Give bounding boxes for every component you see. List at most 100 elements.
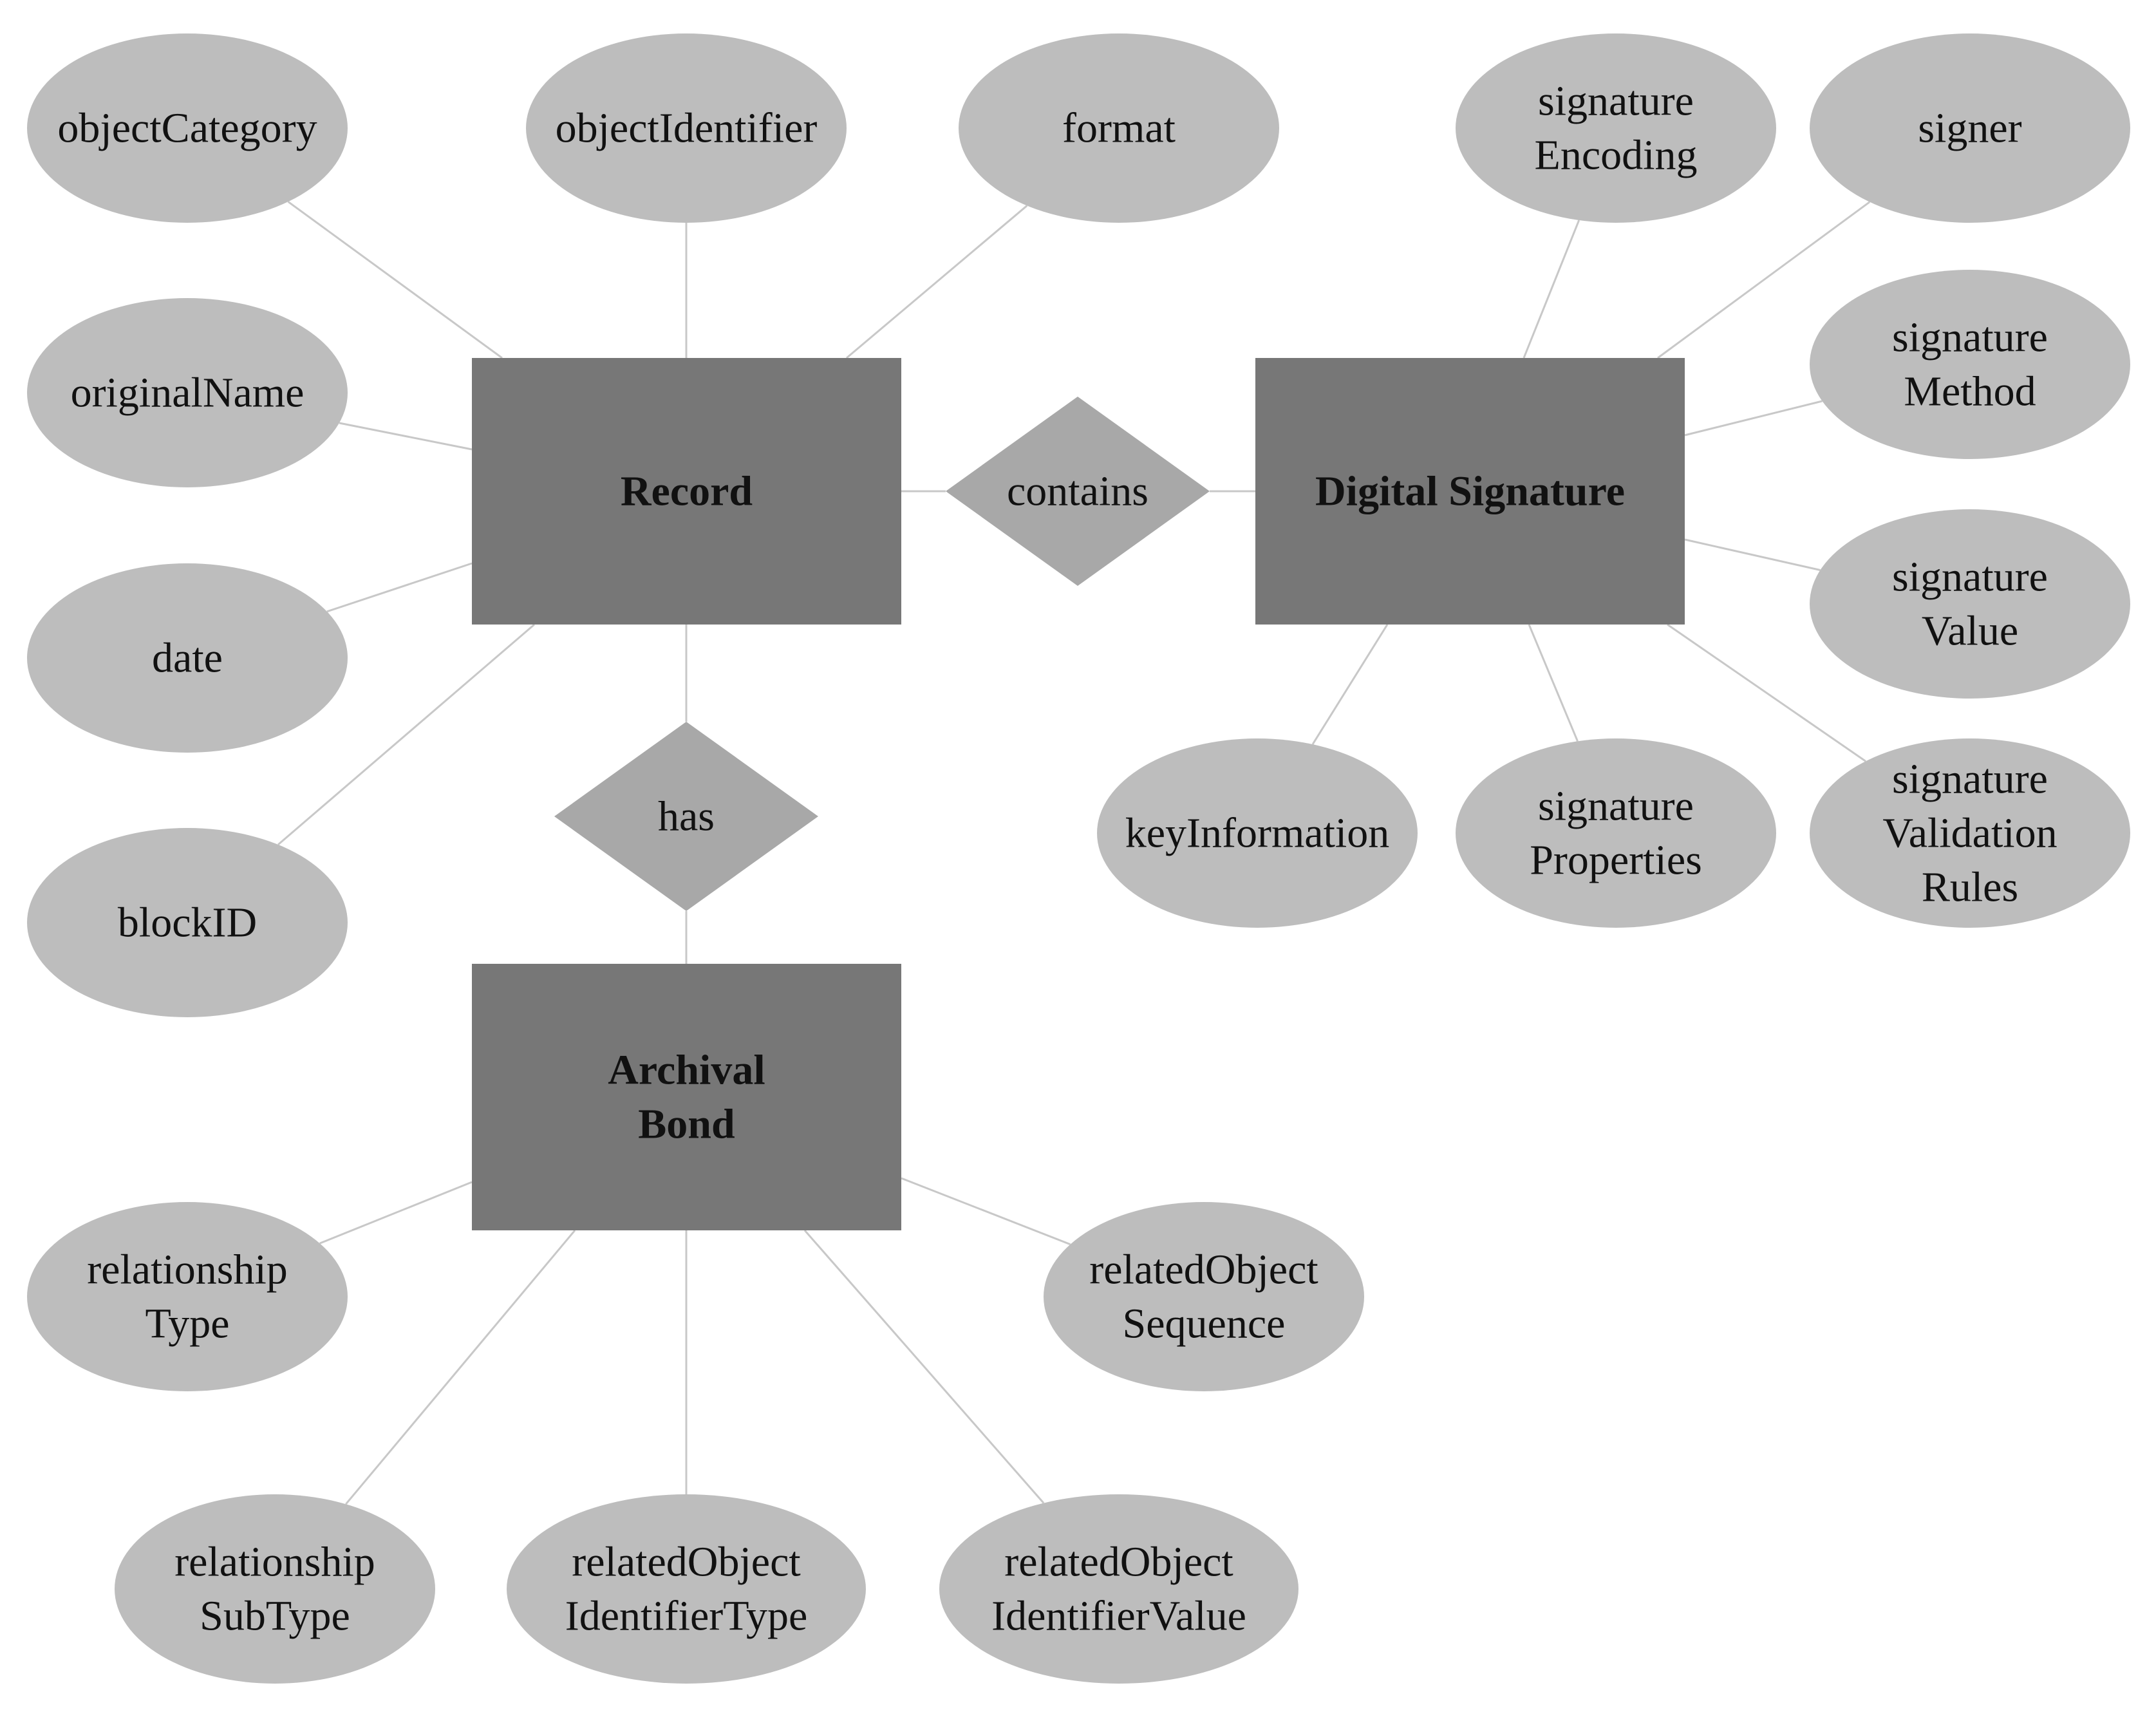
attribute-label-line-2: Properties bbox=[1530, 837, 1702, 884]
attribute-ellipse bbox=[1810, 33, 2130, 223]
original-name-connector bbox=[339, 422, 473, 451]
attribute-label-line-1: relatedObject bbox=[1089, 1246, 1318, 1293]
attribute-label-line-2: Validation bbox=[1882, 810, 2057, 857]
entity-record: Record bbox=[472, 358, 901, 625]
block-id-connector bbox=[277, 623, 535, 845]
attribute-label: originalName bbox=[71, 370, 305, 417]
signer-connector bbox=[1657, 201, 1871, 359]
key-information-connector bbox=[1311, 624, 1389, 745]
relationship-label: contains bbox=[1007, 468, 1148, 515]
attribute-label-line-2: IdentifierType bbox=[565, 1593, 808, 1640]
attribute-object-identifier: objectIdentifier bbox=[526, 33, 847, 223]
attribute-label-line-2: SubType bbox=[200, 1593, 350, 1640]
attribute-original-name: originalName bbox=[27, 298, 348, 487]
attribute-ellipse bbox=[1810, 509, 2130, 699]
signature-value-connector bbox=[1684, 538, 1821, 571]
attribute-ellipse bbox=[1810, 738, 2130, 928]
attribute-label-line-1: signature bbox=[1538, 783, 1694, 830]
relationship-type-connector bbox=[319, 1181, 473, 1245]
attribute-key-information: keyInformation bbox=[1097, 738, 1418, 928]
attribute-label-line-1: relatedObject bbox=[1004, 1539, 1233, 1586]
attribute-label: format bbox=[1062, 105, 1176, 152]
attribute-ellipse bbox=[27, 298, 348, 487]
entity-box bbox=[472, 358, 901, 625]
attribute-label-line-1: signature bbox=[1892, 756, 2048, 803]
attribute-format: format bbox=[959, 33, 1279, 223]
attribute-label-line-1: signature bbox=[1892, 554, 2048, 601]
relationship-diamond bbox=[946, 397, 1210, 586]
attribute-label: objectCategory bbox=[57, 105, 317, 152]
attribute-date: date bbox=[27, 563, 348, 753]
attribute-signer: signer bbox=[1810, 33, 2130, 223]
relationship-label: has bbox=[658, 793, 715, 840]
attribute-ellipse bbox=[115, 1494, 435, 1684]
attribute-ellipse bbox=[939, 1494, 1298, 1684]
attribute-ellipse bbox=[1810, 270, 2130, 459]
attribute-ellipse bbox=[27, 33, 348, 223]
signature-properties-connector bbox=[1528, 624, 1579, 742]
attribute-label-line-2: Value bbox=[1922, 608, 2018, 655]
signature-encoding-connector bbox=[1523, 220, 1580, 359]
shapes: objectCategory objectIdentifier format orig… bbox=[27, 33, 2130, 1684]
attribute-label-line-1: relationship bbox=[87, 1246, 288, 1293]
signature-method-connector bbox=[1684, 400, 1823, 437]
date-connector bbox=[326, 562, 473, 613]
attribute-ellipse bbox=[526, 33, 847, 223]
attribute-label-line-2: Method bbox=[1904, 368, 2036, 415]
connectors bbox=[277, 201, 1871, 1505]
attribute-label-line-2: Sequence bbox=[1123, 1301, 1286, 1348]
entity-label-line-1: Archival bbox=[608, 1047, 765, 1094]
signature-validation-rules-connector bbox=[1667, 623, 1866, 762]
attribute-ellipse bbox=[27, 1202, 348, 1391]
attribute-ellipse bbox=[27, 828, 348, 1017]
relationship-sub-type-connector bbox=[345, 1230, 576, 1505]
attribute-label: signer bbox=[1918, 105, 2021, 152]
attribute-label: keyInformation bbox=[1125, 810, 1390, 857]
attribute-object-category: objectCategory bbox=[27, 33, 348, 223]
attribute-ellipse bbox=[959, 33, 1279, 223]
attribute-label: blockID bbox=[118, 899, 257, 946]
attribute-label-line-2: IdentifierValue bbox=[991, 1593, 1246, 1640]
attribute-ellipse bbox=[1044, 1202, 1364, 1391]
format-connector bbox=[846, 205, 1028, 359]
attribute-label-line-1: relationship bbox=[174, 1539, 375, 1586]
attribute-label-line-1: signature bbox=[1892, 314, 2048, 361]
entity-box bbox=[472, 964, 901, 1230]
attribute-label-line-2: Type bbox=[145, 1301, 229, 1348]
attribute-ellipse bbox=[27, 563, 348, 753]
object-category-connector bbox=[287, 201, 503, 359]
attribute-label-line-2: Encoding bbox=[1535, 132, 1698, 179]
related-object-sequence-connector bbox=[901, 1177, 1071, 1246]
entity-box bbox=[1255, 358, 1685, 625]
entity-label: Digital Signature bbox=[1315, 468, 1625, 515]
attribute-label: date bbox=[152, 635, 223, 682]
relationship-diamond bbox=[554, 722, 818, 911]
relationship-contains: contains bbox=[946, 397, 1210, 586]
relationship-has: has bbox=[554, 722, 818, 911]
attribute-ellipse bbox=[507, 1494, 866, 1684]
entity-label-line-2: Bond bbox=[638, 1101, 735, 1148]
attribute-label-line-1: signature bbox=[1538, 78, 1694, 125]
attribute-block-id: blockID bbox=[27, 828, 348, 1017]
attribute-label-line-3: Rules bbox=[1922, 864, 2018, 911]
attribute-ellipse bbox=[1097, 738, 1418, 928]
attribute-label-line-1: relatedObject bbox=[572, 1539, 800, 1586]
attribute-ellipse bbox=[1456, 33, 1776, 223]
attribute-ellipse bbox=[1456, 738, 1776, 928]
related-object-identifier-value-connector bbox=[803, 1230, 1045, 1504]
entity-digital-signature: Digital Signature bbox=[1255, 358, 1685, 625]
attribute-label: objectIdentifier bbox=[556, 105, 818, 152]
entity-label: Record bbox=[621, 468, 753, 515]
